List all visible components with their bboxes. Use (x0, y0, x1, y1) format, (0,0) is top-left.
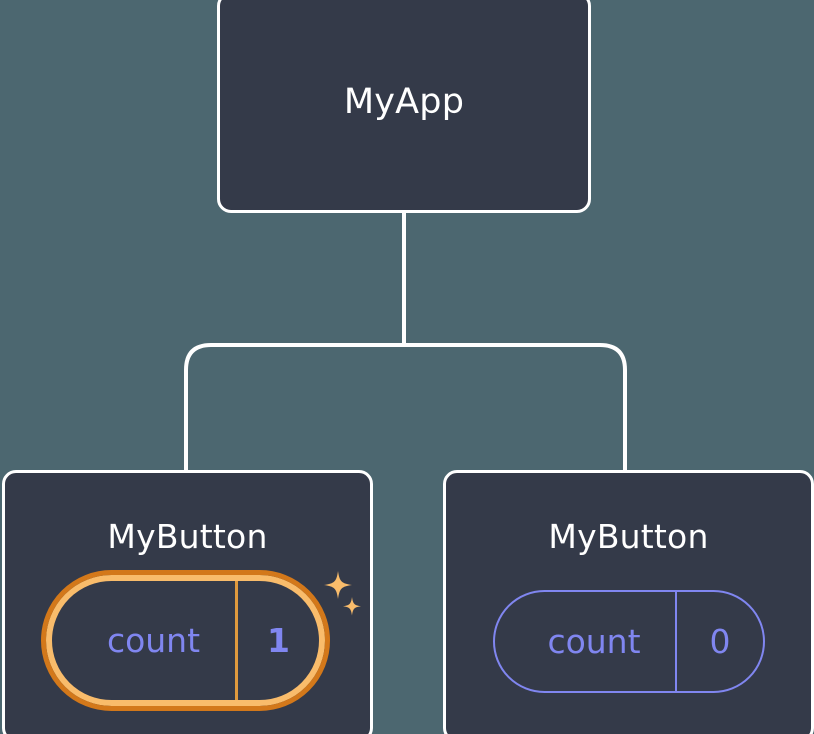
state-pill-plain[interactable]: count 0 (493, 590, 765, 693)
state-pill-value: 1 (235, 581, 319, 700)
state-pill-label: count (547, 622, 641, 661)
component-node-myapp[interactable]: MyApp (217, 0, 591, 213)
state-pill-highlighted[interactable]: count 1 (41, 570, 330, 711)
component-node-title: MyButton (548, 517, 709, 556)
edge-branch-bar (184, 343, 627, 470)
component-node-title: MyButton (107, 517, 268, 556)
state-pill-wrapper-left: count 1 (41, 570, 330, 711)
component-node-title: MyApp (343, 82, 465, 122)
state-pill-value: 0 (675, 592, 763, 691)
state-pill-label: count (106, 621, 201, 660)
state-pill-wrapper-right: count 0 (493, 590, 765, 693)
